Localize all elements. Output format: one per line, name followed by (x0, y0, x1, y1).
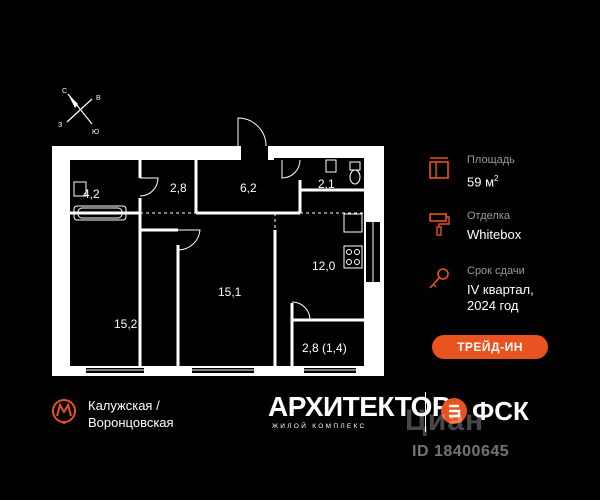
interior-walls (70, 160, 364, 368)
developer-logo: ФСК (440, 397, 550, 427)
sink-icon (73, 181, 87, 197)
floorplan-icon (429, 157, 449, 179)
metro-station: Калужская / Воронцовская (50, 396, 270, 436)
room-labels: 4,2 2,8 6,2 2,1 12,0 15,2 15,1 2,8 (1,4) (83, 177, 347, 355)
compass-south: Ю (92, 129, 99, 136)
metro-icon (52, 399, 76, 424)
room-area-bedroom-left: 15,2 (114, 317, 138, 331)
delivery-label: Срок сдачи (467, 265, 525, 277)
finish-value: Whitebox (467, 227, 522, 242)
room-area-hall: 2,8 (170, 181, 187, 195)
area-value: 59 м2 (467, 174, 499, 190)
metro-station-name: Калужская / Воронцовская (88, 398, 174, 430)
delivery-value-line1: IV квартал, (467, 282, 534, 297)
brand-subtitle: ЖИЛОЙ КОМПЛЕКС (272, 423, 367, 430)
compass-north: С (62, 88, 67, 95)
window-panes (86, 222, 374, 371)
stove-icon (343, 245, 363, 269)
brand-divider (425, 392, 426, 432)
room-area-bedroom-middle: 15,1 (218, 285, 242, 299)
wc-sink-icon (325, 159, 337, 173)
brand-name: АРХИТЕКТОР (268, 391, 451, 422)
room-area-bathroom: 4,2 (83, 187, 100, 201)
room-area-kitchen: 12,0 (312, 259, 336, 273)
kitchen-sink-icon (343, 213, 363, 233)
room-area-balcony: 2,8 (1,4) (302, 341, 347, 355)
finish-label: Отделка (467, 210, 510, 222)
zone-lines (140, 212, 364, 300)
bathtub-icon (73, 205, 127, 221)
trade-in-button[interactable]: ТРЕЙД-ИН (432, 335, 548, 359)
toilet-icon (349, 161, 361, 171)
compass-west: З (58, 122, 62, 129)
room-area-wc: 2,1 (318, 177, 335, 191)
fixtures (73, 159, 363, 269)
delivery-value-line2: 2024 год (467, 298, 519, 313)
listing-id: ID 18400645 (412, 443, 510, 460)
key-icon (429, 268, 449, 289)
room-area-corridor: 6,2 (240, 181, 257, 195)
brand-logo: АРХИТЕКТОР ЖИЛОЙ КОМПЛЕКС (268, 392, 451, 438)
fsk-logo-icon (441, 398, 467, 424)
doors (139, 117, 311, 321)
area-label: Площадь (467, 154, 515, 166)
watermark: Циан (405, 404, 485, 437)
compass-east: В (96, 95, 101, 102)
paint-roller-icon (429, 213, 450, 236)
developer-name: ФСК (472, 396, 529, 426)
compass: С В Ю З (58, 88, 101, 136)
